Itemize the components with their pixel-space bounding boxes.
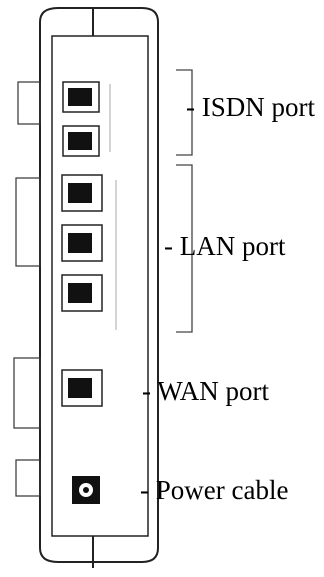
isdn-bracket (176, 69, 193, 156)
side-tabs (13, 81, 41, 497)
wan-callout: - WAN port (142, 376, 269, 406)
lan-bracket (176, 164, 193, 333)
lan-jack-2 (61, 224, 103, 262)
lan-jack-3 (61, 274, 103, 312)
isdn-jack-group (62, 81, 111, 157)
lan-jack-1 (61, 174, 103, 212)
power-callout: - Power cable (140, 475, 289, 505)
device-body (39, 7, 159, 568)
power-socket (72, 476, 100, 504)
lan-callout: - LAN port (164, 231, 286, 261)
isdn-callout: - ISDN port (186, 92, 315, 122)
isdn-jack-1 (62, 81, 100, 113)
lan-jack-group (61, 174, 117, 330)
wan-jack (61, 369, 103, 407)
isdn-jack-2 (62, 125, 100, 157)
